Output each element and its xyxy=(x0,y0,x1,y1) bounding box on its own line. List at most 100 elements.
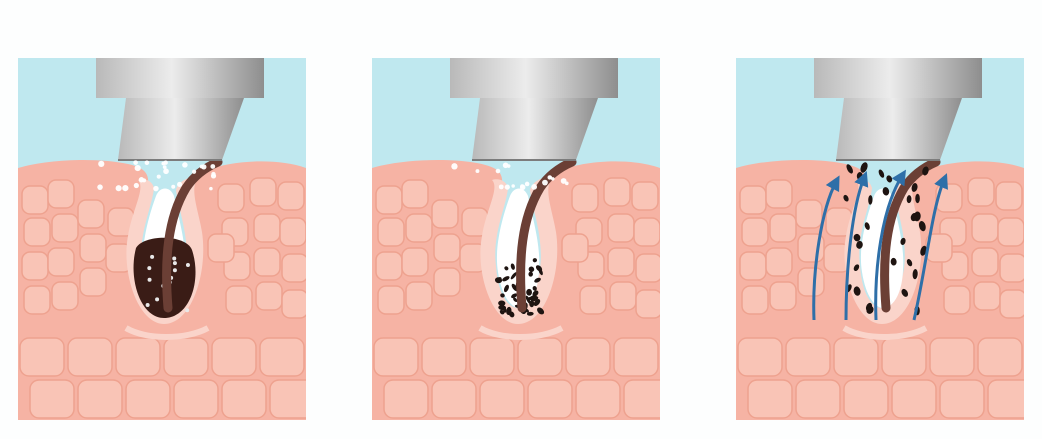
skin-cell xyxy=(406,282,432,310)
droplet xyxy=(161,162,165,166)
skin-cell xyxy=(256,282,282,310)
skin-cell xyxy=(1000,254,1024,282)
droplet xyxy=(135,165,141,171)
skin-cell xyxy=(844,380,888,418)
droplet xyxy=(561,178,567,184)
skin-cell xyxy=(770,282,796,310)
skin-cell xyxy=(376,186,402,214)
skin-cell xyxy=(608,214,634,242)
skin-cell xyxy=(250,178,276,206)
droplet xyxy=(520,184,524,188)
skin-cell xyxy=(20,338,64,376)
skin-cell xyxy=(116,338,160,376)
skin-cell xyxy=(1000,290,1024,318)
droplet xyxy=(531,184,537,190)
skin-cell xyxy=(254,214,280,242)
droplet xyxy=(134,183,139,188)
bubble xyxy=(173,261,177,265)
nozzle-body xyxy=(450,58,618,98)
nozzle-tip xyxy=(836,98,962,160)
skin-cell xyxy=(374,338,418,376)
droplet xyxy=(192,170,196,174)
droplet xyxy=(507,164,511,168)
skin-cell xyxy=(988,380,1024,418)
skin-cell xyxy=(22,252,48,280)
skin-cell xyxy=(406,214,432,242)
skin-cell xyxy=(580,286,606,314)
skin-cell xyxy=(24,286,50,314)
droplet xyxy=(476,169,480,173)
skin-cell xyxy=(528,380,572,418)
skin-cell xyxy=(748,380,792,418)
skin-cell xyxy=(282,254,306,282)
bubble xyxy=(155,297,159,301)
skin-cell xyxy=(614,338,658,376)
droplet xyxy=(157,175,161,179)
bubble xyxy=(173,268,177,272)
skin-cell xyxy=(280,218,306,246)
skin-cell xyxy=(222,380,266,418)
skin-cell xyxy=(80,234,106,262)
droplet xyxy=(451,163,457,169)
skin-cell xyxy=(740,186,766,214)
droplet xyxy=(499,184,504,189)
skin-cell xyxy=(422,338,466,376)
skin-cell xyxy=(610,282,636,310)
skin-cell xyxy=(608,248,634,276)
skin-cell xyxy=(978,338,1022,376)
skin-cell xyxy=(740,252,766,280)
bubble xyxy=(147,266,151,270)
skin-cell xyxy=(968,178,994,206)
skin-cell xyxy=(974,282,1000,310)
panel-loosened-debris xyxy=(372,58,660,420)
droplet xyxy=(210,164,215,169)
skin-cell xyxy=(402,180,428,208)
skin-cell xyxy=(634,218,660,246)
droplet xyxy=(525,182,530,187)
skin-cell xyxy=(972,214,998,242)
bubble xyxy=(150,255,154,259)
skin-cell xyxy=(260,338,304,376)
extraction-illustration xyxy=(736,58,1024,420)
skin-cell xyxy=(566,338,610,376)
skin-cell xyxy=(766,180,792,208)
skin-cell xyxy=(384,380,428,418)
skin-cell xyxy=(174,380,218,418)
skin-cell xyxy=(212,338,256,376)
skin-cell xyxy=(218,184,244,212)
droplet xyxy=(116,185,122,191)
skin-cell xyxy=(432,380,476,418)
skin-cell xyxy=(402,248,428,276)
bubble xyxy=(172,256,176,260)
skin-cell xyxy=(798,268,824,296)
droplet xyxy=(496,169,501,174)
skin-cell xyxy=(164,338,208,376)
droplet xyxy=(145,160,150,165)
droplet xyxy=(98,161,104,167)
skin-cell xyxy=(930,338,974,376)
skin-cell xyxy=(78,380,122,418)
nozzle-body xyxy=(96,58,264,98)
skin-cell xyxy=(80,268,106,296)
skin-cell xyxy=(470,338,514,376)
skin-cell xyxy=(48,248,74,276)
skin-cell xyxy=(434,268,460,296)
skin-cell xyxy=(834,338,878,376)
skin-cell xyxy=(786,338,830,376)
skin-cell xyxy=(22,186,48,214)
skin-cell xyxy=(376,252,402,280)
skin-cell xyxy=(68,338,112,376)
droplet xyxy=(209,187,213,191)
droplet xyxy=(97,184,103,190)
skin-cell xyxy=(378,218,404,246)
skin-cell xyxy=(940,380,984,418)
skin-cell xyxy=(636,290,660,318)
panel-clogged-pore xyxy=(18,58,306,420)
nozzle-tip xyxy=(472,98,598,160)
nozzle-body xyxy=(814,58,982,98)
droplet xyxy=(122,185,128,191)
droplet xyxy=(133,160,138,165)
skin-cell xyxy=(254,248,280,276)
nozzle-tip xyxy=(118,98,244,160)
